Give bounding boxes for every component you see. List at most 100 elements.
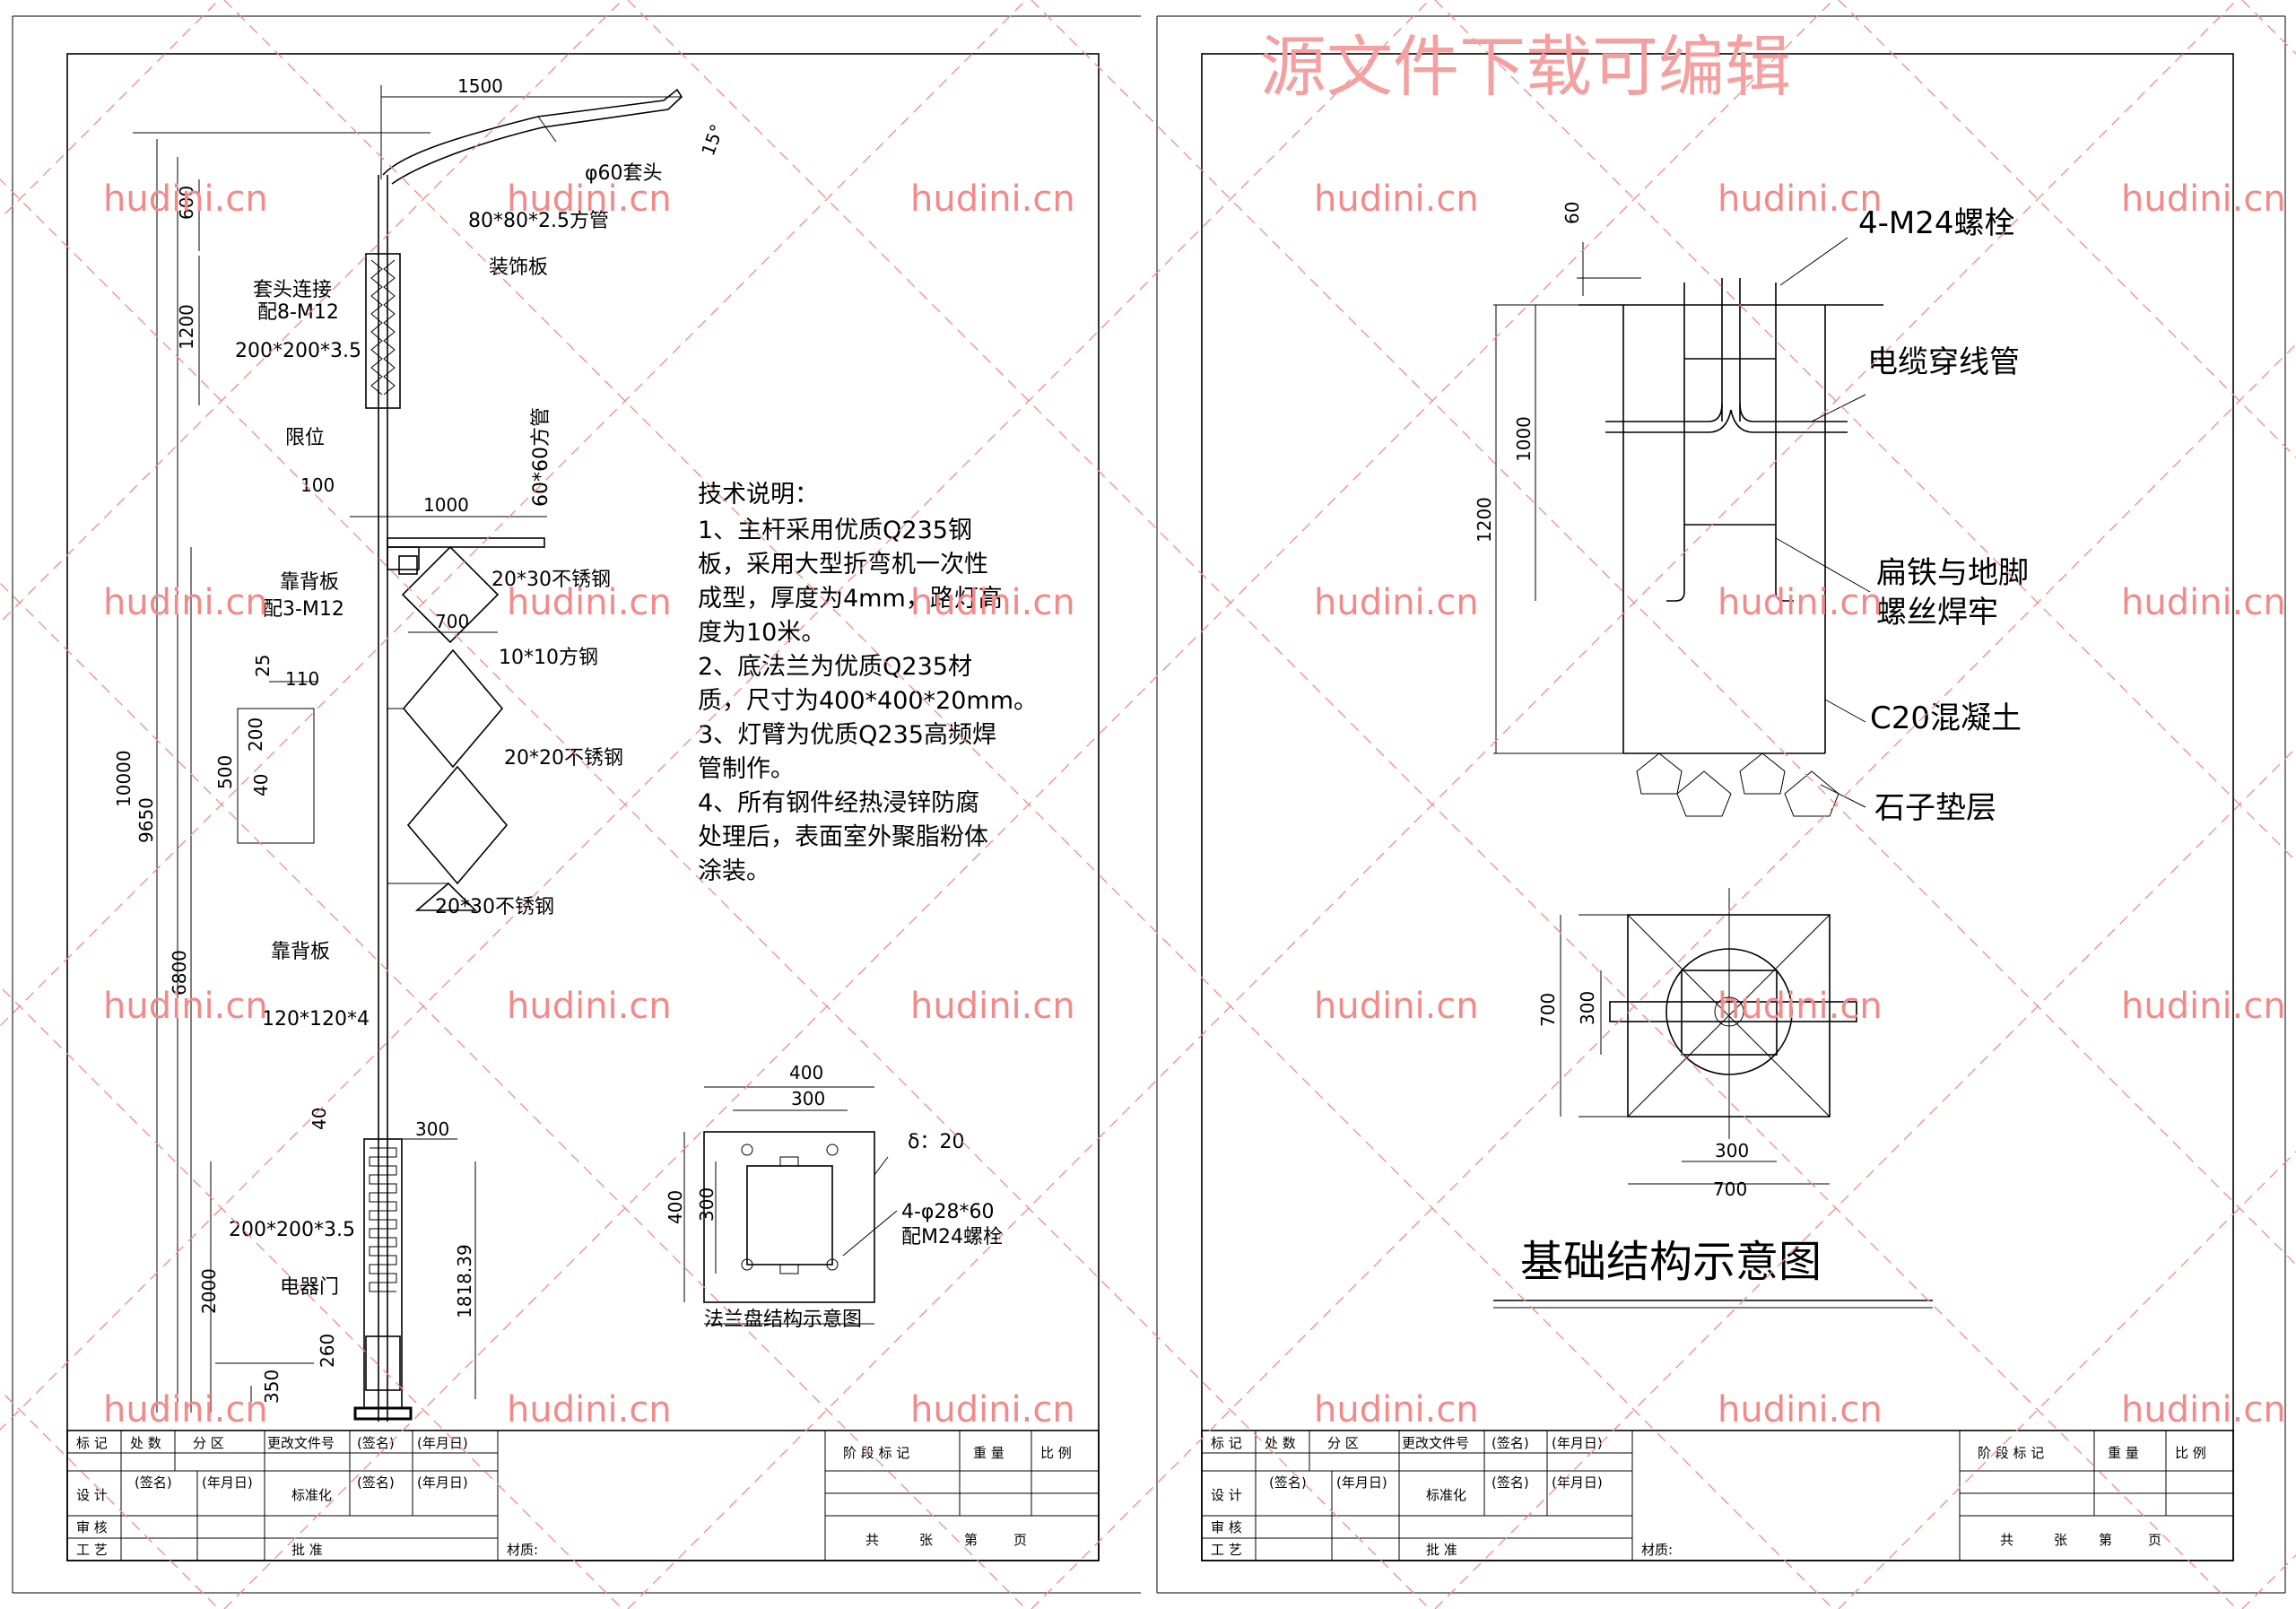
watermark-banner: 源文件下载可编辑 (1260, 29, 1791, 106)
watermark-text: hudini.cn (1718, 986, 1883, 1027)
watermark-text: hudini.cn (2121, 582, 2286, 623)
label-concrete: C20混凝土 (1870, 700, 2022, 736)
label-backplate-2: 配3-M12 (263, 598, 344, 621)
label-ss-20x20: 20*20不锈钢 (504, 747, 623, 770)
note-line: 涂装。 (698, 857, 770, 885)
dim-600: 600 (176, 186, 197, 220)
watermark-text: hudini.cn (103, 1389, 268, 1431)
watermark-line (1434, 747, 2296, 1609)
flange-dim-400b: 400 (665, 1190, 686, 1224)
watermark-text: hudini.cn (910, 582, 1075, 623)
note-line: 管制作。 (698, 755, 795, 783)
svg-text:页: 页 (1013, 1532, 1027, 1548)
watermark-line (0, 0, 623, 623)
watermark-text: hudini.cn (1314, 582, 1479, 623)
label-door: 电器门 (280, 1276, 339, 1299)
plan-dim-700v: 700 (1537, 993, 1559, 1027)
watermark-line (1838, 1151, 2296, 1609)
watermark-text: hudini.cn (1314, 178, 1479, 220)
label-backplate-1: 靠背板 (280, 571, 339, 594)
label-sq-10: 10*10方钢 (499, 647, 598, 669)
svg-text:(年月日): (年月日) (1552, 1435, 1603, 1451)
plan-dim-300v: 300 (1577, 991, 1598, 1025)
dim-25: 25 (252, 655, 274, 677)
foundation-title: 基础结构示意图 (1520, 1237, 1822, 1287)
watermark-line (2241, 0, 2296, 55)
watermark-line (1434, 0, 2296, 862)
watermark-text: hudini.cn (103, 986, 268, 1027)
watermark-line (0, 0, 1431, 1431)
svg-text:审 核: 审 核 (1211, 1519, 1242, 1535)
watermark-text: hudini.cn (1718, 178, 1883, 220)
label-main-tube: 120*120*4 (262, 1008, 370, 1031)
label-bolts: 4-M24螺栓 (1858, 205, 2015, 241)
section-dim-1000: 1000 (1513, 416, 1535, 462)
svg-text:处 数: 处 数 (130, 1435, 161, 1451)
foundation-section: 60 1000 1200 4-M24螺栓 电缆穿线管 扁铁与地脚 螺丝焊牢 C2… (1474, 202, 2029, 826)
svg-text:(年月日): (年月日) (1552, 1474, 1603, 1491)
dim-6800: 6800 (169, 950, 190, 996)
svg-text:(签名): (签名) (357, 1435, 395, 1451)
watermark-line (0, 1389, 220, 1609)
dim-40a: 40 (250, 774, 272, 796)
svg-text:(年月日): (年月日) (1336, 1474, 1387, 1491)
label-arm-tube: 80*80*2.5方管 (468, 210, 609, 232)
note-line: 板，采用大型折弯机一次性 (698, 551, 988, 578)
watermark-text: hudini.cn (1718, 1389, 1883, 1431)
dim-700: 700 (435, 611, 469, 632)
watermark-texts: hudini.cn hudini.cn hudini.cn hudini.cn hudi… (103, 178, 2286, 1431)
svg-text:材质:: 材质: (507, 1542, 538, 1558)
foundation-title-group: 基础结构示意图 (1493, 1237, 1933, 1309)
svg-text:页: 页 (2148, 1532, 2161, 1548)
watermark-line (1031, 0, 2296, 1265)
title-block-left: 标 记 处 数 分 区 更改文件号 (签名) (年月日) 设 计 (签名) (年… (66, 1430, 1100, 1561)
svg-text:第: 第 (2099, 1532, 2112, 1548)
svg-text:审 核: 审 核 (76, 1519, 108, 1535)
svg-text:标准化: 标准化 (291, 1487, 332, 1503)
svg-text:(年月日): (年月日) (417, 1474, 468, 1491)
watermark-text: hudini.cn (2121, 1389, 2286, 1431)
dim-260: 260 (317, 1334, 338, 1368)
watermark-line (1838, 0, 2296, 458)
svg-text:阶 段 标 记: 阶 段 标 记 (843, 1445, 909, 1461)
watermark-text: hudini.cn (103, 582, 268, 623)
flange-holes-1: 4-φ28*60 (901, 1201, 994, 1223)
label-limit: 限位 (285, 427, 325, 449)
dim-500: 500 (214, 755, 236, 789)
watermark-text: hudini.cn (507, 986, 672, 1027)
svg-text:比 例: 比 例 (1040, 1445, 1072, 1461)
watermark-text: hudini.cn (910, 178, 1075, 220)
pole-dimensions (133, 85, 682, 1413)
right-sheet-border (1156, 15, 2286, 1594)
notes-title: 技术说明： (698, 481, 819, 509)
svg-text:重 量: 重 量 (973, 1445, 1004, 1461)
svg-text:批 准: 批 准 (291, 1542, 323, 1558)
foundation-plan: 700 300 300 700 (1537, 888, 1857, 1200)
svg-text:共: 共 (865, 1532, 879, 1548)
svg-text:(年月日): (年月日) (202, 1474, 253, 1491)
dim-1000: 1000 (423, 494, 469, 516)
watermark-line (1031, 344, 2296, 1609)
watermark-text: hudini.cn (103, 178, 268, 220)
dim-110: 110 (285, 668, 319, 690)
flange-holes-2: 配M24螺栓 (901, 1226, 1003, 1248)
street-lamp-pole (353, 88, 683, 1422)
dim-1200: 1200 (176, 304, 197, 350)
note-line: 2、底法兰为优质Q235材 (698, 653, 972, 681)
svg-text:标 记: 标 记 (76, 1435, 108, 1451)
svg-text:张: 张 (2054, 1532, 2067, 1548)
svg-text:批 准: 批 准 (1426, 1542, 1457, 1558)
label-deco-plate: 装饰板 (489, 257, 548, 279)
svg-text:设 计: 设 计 (76, 1487, 108, 1503)
technical-notes: 技术说明： 1、主杆采用优质Q235钢 板，采用大型折弯机一次性 成型，厚度为4… (698, 481, 1038, 885)
flange-diagram: 400 300 400 300 δ：20 4-φ28*60 配M24螺栓 法兰盘… (665, 1062, 1003, 1331)
label-sleeve-1: 套头连接 (253, 279, 332, 301)
watermark-text: hudini.cn (507, 178, 672, 220)
dim-2000: 2000 (198, 1268, 220, 1314)
svg-text:更改文件号: 更改文件号 (267, 1435, 335, 1451)
watermark-text: hudini.cn (507, 582, 672, 623)
label-weld-1: 扁铁与地脚 (1876, 555, 2029, 591)
label-bottom-tube: 200*200*3.5 (229, 1219, 355, 1241)
